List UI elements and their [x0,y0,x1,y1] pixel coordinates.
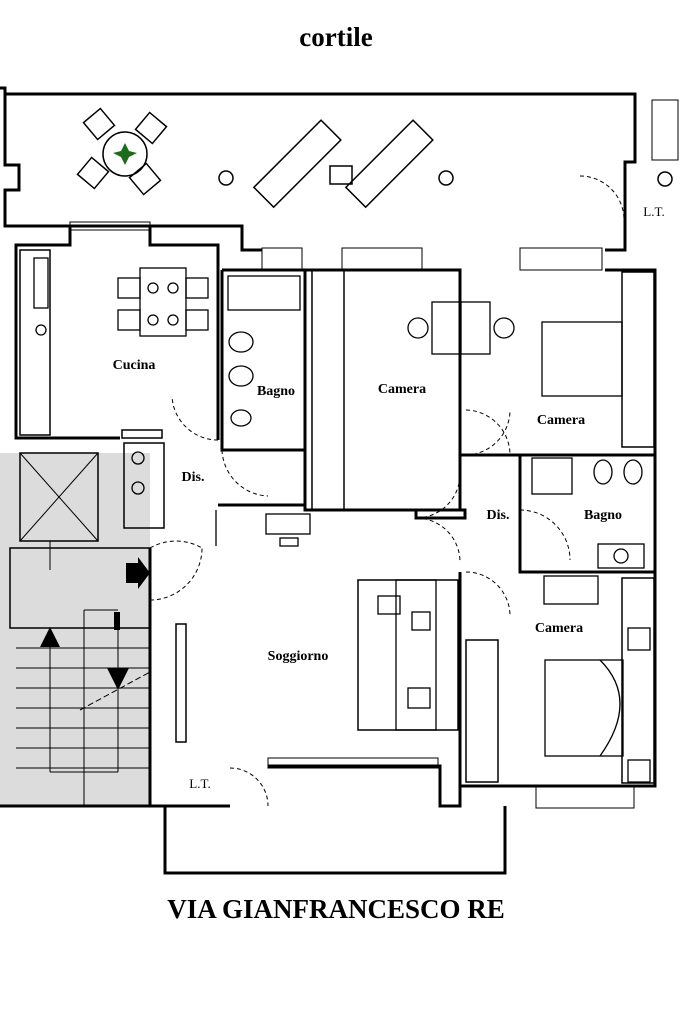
plant-icon [113,143,137,165]
room-label-lt-bottom: L.T. [189,776,210,791]
stair-up-arrow-icon [40,627,60,647]
room-label-camera-1: Camera [378,382,426,397]
room-label-bagno-1: Bagno [257,384,295,399]
room-label-soggiorno: Soggiorno [268,649,329,664]
street-title: VIA GIANFRANCESCO RE [167,894,505,924]
room-label-bagno-2: Bagno [584,508,622,523]
room-label-cucina: Cucina [113,358,156,373]
entrance-arrow-icon [126,557,150,589]
walls [0,86,657,875]
bedroom-furniture [407,301,651,783]
stair-down-arrow-icon [107,668,129,690]
room-label-dis-1: Dis. [182,470,205,485]
room-label-camera-2: Camera [537,413,585,428]
room-label-lt-top: L.T. [643,204,664,219]
courtyard-furniture [76,107,673,209]
doors [149,175,625,807]
bath2-fixtures [531,457,645,569]
windows [69,99,679,809]
living-furniture [215,510,437,731]
room-label-camera-3: Camera [535,621,583,636]
kitchen-furniture [33,257,209,495]
stairwell [0,452,151,806]
courtyard-title: cortile [299,22,372,52]
bath1-fixtures [227,275,301,427]
room-label-dis-2: Dis. [487,508,510,523]
